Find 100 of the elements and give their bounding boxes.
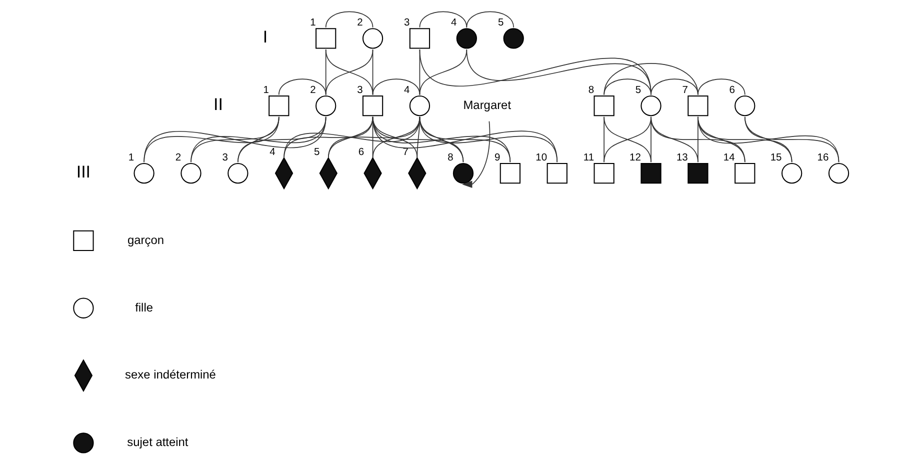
connector — [238, 116, 326, 163]
connector — [325, 49, 374, 96]
node-circle — [180, 162, 202, 184]
node-box — [73, 230, 94, 252]
connector — [372, 116, 558, 163]
connector — [372, 78, 420, 96]
connector — [278, 78, 326, 96]
node-label: 1 — [310, 18, 316, 29]
connector — [419, 49, 468, 96]
node-circle — [316, 96, 336, 116]
node-label: 15 — [770, 152, 782, 164]
connector — [419, 11, 468, 28]
connector — [325, 11, 374, 28]
node-label: 2 — [310, 85, 316, 96]
connector — [650, 78, 698, 96]
node-circle — [73, 298, 94, 318]
node-circle — [409, 96, 430, 116]
node-circle — [452, 162, 474, 184]
node-diamond — [408, 156, 426, 190]
node-box — [594, 162, 614, 184]
node-label: 16 — [817, 152, 829, 164]
node-label: 8 — [588, 85, 594, 96]
node-label: 2 — [175, 152, 182, 164]
connector — [604, 116, 652, 163]
node-circle — [782, 162, 802, 184]
connector — [144, 116, 326, 163]
legend-label: garçon — [128, 232, 164, 247]
node-label: 3 — [357, 85, 363, 96]
node-circle — [734, 96, 756, 116]
connector — [372, 116, 511, 163]
legend-label: fille — [135, 300, 154, 314]
node-box — [409, 28, 430, 49]
connector — [419, 116, 511, 163]
node-diamond — [364, 156, 382, 190]
node-circle — [73, 432, 94, 454]
label: I — [262, 28, 268, 47]
node-label: 7 — [682, 85, 688, 96]
node-label: 14 — [723, 152, 735, 164]
node-diamond — [274, 156, 294, 190]
node-label: 6 — [358, 147, 364, 158]
node-label: 5 — [314, 147, 320, 158]
connector — [604, 63, 698, 96]
arrow — [462, 120, 490, 188]
node-label: 1 — [263, 85, 269, 96]
node-circle — [456, 28, 477, 49]
connector — [419, 49, 652, 96]
node-box — [688, 96, 708, 116]
connector — [744, 116, 840, 163]
node-box — [688, 162, 708, 184]
node-circle — [503, 28, 524, 49]
node-diamond — [74, 359, 93, 392]
node-box — [640, 162, 662, 184]
node-circle — [640, 96, 662, 116]
connector — [466, 49, 652, 96]
connector — [466, 11, 514, 28]
node-box — [546, 162, 568, 184]
node-label: 1 — [128, 152, 134, 164]
node-box — [362, 96, 384, 116]
node-label: 4 — [270, 147, 276, 158]
node-label: 4 — [451, 18, 457, 29]
connector — [604, 78, 652, 96]
connector — [698, 116, 840, 163]
connector — [650, 116, 746, 163]
connector — [284, 116, 420, 158]
label: III — [76, 162, 91, 182]
node-label: 7 — [402, 147, 408, 158]
legend-label: sexe indéterminé — [125, 368, 216, 382]
node-box — [500, 162, 521, 184]
node-label: 11 — [583, 152, 594, 164]
connector — [372, 116, 464, 163]
node-label: 8 — [448, 152, 454, 164]
node-label: 3 — [222, 152, 228, 164]
node-diamond — [319, 156, 338, 190]
node-text: Margaret — [463, 98, 512, 112]
connector — [190, 116, 326, 163]
node-circle — [228, 162, 248, 184]
legend-label: sujet atteint — [127, 435, 188, 450]
node-circle — [828, 162, 850, 184]
connector — [419, 116, 464, 163]
connector — [328, 116, 420, 158]
node-box — [316, 28, 336, 49]
node-label: 12 — [630, 152, 641, 164]
node-label: 2 — [357, 18, 363, 29]
node-label: 10 — [536, 152, 548, 164]
label: II — [214, 95, 224, 114]
node-circle — [134, 162, 154, 184]
node-box — [734, 162, 756, 184]
connector — [416, 116, 420, 158]
connector — [419, 116, 558, 163]
connector — [698, 78, 746, 96]
node-label: 9 — [494, 152, 500, 164]
node-label: 3 — [404, 18, 410, 29]
node-label: 5 — [635, 85, 642, 96]
node-box — [594, 96, 614, 116]
node-label: 13 — [676, 152, 688, 164]
node-label: 6 — [729, 85, 735, 96]
node-box — [268, 96, 290, 116]
node-label: 4 — [404, 85, 410, 96]
node-label: 5 — [498, 18, 504, 29]
node-circle — [362, 28, 384, 49]
